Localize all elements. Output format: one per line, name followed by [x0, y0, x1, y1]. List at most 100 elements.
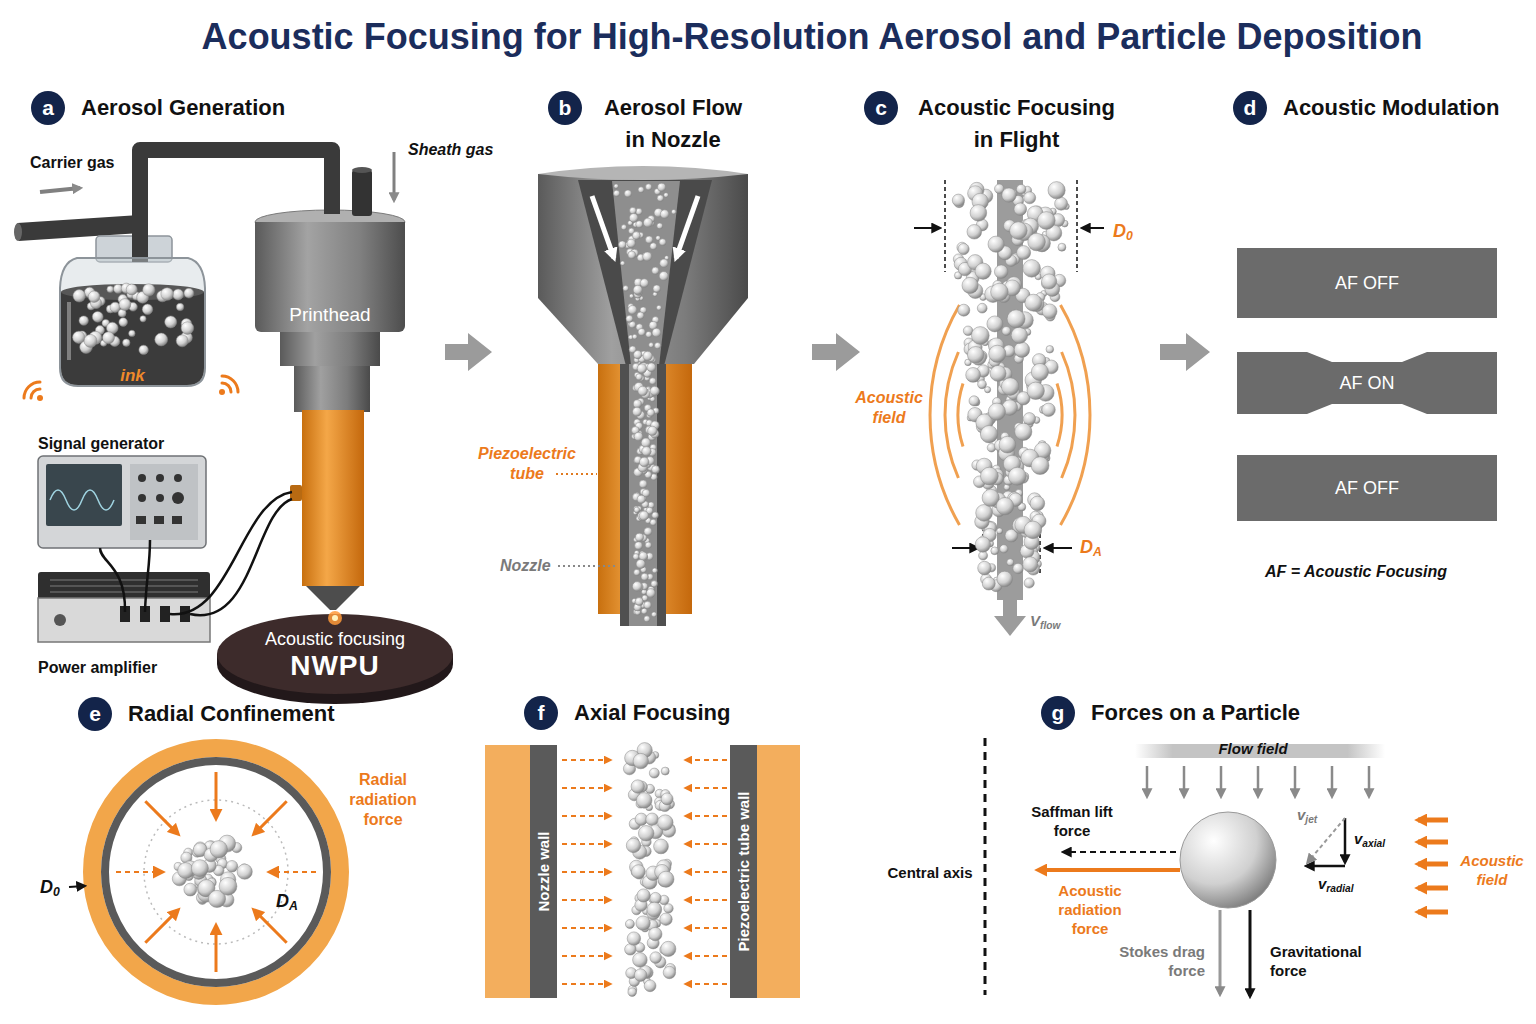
particle: [999, 436, 1016, 453]
particle: [649, 927, 662, 940]
rect-shape: [280, 330, 380, 366]
label-anchor: Acoustic field: [1452, 852, 1532, 890]
rect-shape: [620, 364, 666, 626]
particle: [648, 426, 657, 435]
particle-stream: [952, 182, 1069, 592]
force-arrows: [116, 772, 316, 972]
particle: [978, 380, 987, 389]
circle-shape: [156, 474, 164, 482]
particle: [649, 343, 654, 348]
particle: [1024, 192, 1036, 204]
label-text: Flow field: [1218, 740, 1287, 757]
path-shape: [994, 616, 1026, 636]
particle: [658, 871, 674, 887]
particle: [636, 559, 645, 568]
particle: [1031, 457, 1049, 475]
force-arrow: [686, 787, 727, 789]
flow-arrow: [1220, 766, 1223, 796]
text-main: v: [1318, 875, 1326, 892]
path-shape: [145, 540, 150, 612]
particle: [1014, 342, 1029, 357]
acoustic-arrow: [1418, 886, 1448, 891]
particle: [626, 838, 640, 852]
particle: [1011, 327, 1027, 343]
force-arrow: [562, 759, 610, 761]
particle: [978, 561, 992, 575]
particle: [119, 318, 128, 327]
label-text: Radial radiation force: [349, 771, 417, 828]
force-arrow: [686, 983, 727, 985]
particle: [633, 400, 641, 408]
panel-badge: bAerosol Flow in Nozzle: [548, 91, 748, 156]
title-anchor: Acoustic Focusing for High-Resolution Ae…: [90, 16, 1534, 58]
central-axis: [984, 738, 987, 995]
line-shape: [1046, 547, 1072, 549]
particle: [1002, 188, 1016, 202]
particle: [653, 285, 661, 293]
label-text: Central axis: [887, 864, 972, 881]
particle: [126, 284, 137, 295]
path-shape: [958, 384, 963, 447]
printhead-body: Printhead: [255, 222, 405, 332]
force-arrow: [116, 871, 162, 873]
particle: [632, 865, 646, 879]
path-shape: [1057, 384, 1062, 447]
label-anchor: Carrier gas: [30, 153, 115, 173]
label-text: Sheath gas: [408, 141, 493, 158]
flow-arrow: [994, 598, 1026, 636]
nozzle-section: [538, 166, 748, 626]
particle: [633, 407, 642, 416]
line-shape: [914, 227, 939, 229]
particle: [237, 864, 252, 879]
particle: [641, 573, 648, 580]
particle: [1023, 557, 1038, 572]
ink-jar: ink: [55, 250, 210, 390]
particle: [1027, 382, 1044, 399]
label-text: Saffman lift force: [1031, 803, 1113, 839]
printhead-lower: [280, 330, 380, 610]
acoustic-arrow: [1418, 862, 1448, 867]
path-shape: [222, 376, 238, 392]
particle: [633, 554, 639, 560]
node-text: AF OFF: [1335, 478, 1399, 499]
particle: [129, 330, 135, 336]
acoustic-arrow: [1418, 818, 1448, 823]
force-arrow: [562, 815, 610, 817]
particle: [652, 612, 657, 617]
path-shape: [578, 180, 712, 366]
line-shape: [1083, 227, 1104, 229]
particle: [638, 386, 648, 396]
force-arrow: [686, 955, 727, 957]
particle: [634, 507, 640, 513]
particle: [659, 272, 668, 281]
particle: [210, 841, 227, 858]
particle: [981, 467, 999, 485]
particle: [627, 932, 640, 945]
particle: [1017, 246, 1031, 260]
particle: [952, 194, 964, 206]
particle: [1037, 212, 1055, 230]
flow-arrow: [1294, 766, 1297, 796]
particle: [652, 568, 657, 573]
node-text: Printhead: [289, 304, 370, 326]
label-text: vaxial: [1354, 830, 1385, 847]
particle: [657, 223, 663, 229]
force-arrow: [254, 801, 287, 834]
rect-shape: [130, 464, 198, 540]
particle: [1001, 378, 1019, 396]
path-shape: [1160, 333, 1210, 371]
label-text: Acoustic radiation force: [1058, 882, 1121, 937]
particle: [176, 303, 183, 310]
particle: [119, 299, 131, 311]
particle: [1000, 545, 1008, 553]
particle: [655, 343, 661, 349]
ellipse-shape: [14, 223, 22, 241]
particle: [979, 551, 988, 560]
rect-shape: [46, 464, 122, 526]
particle: [977, 303, 987, 313]
particle: [644, 980, 656, 992]
flow-arrow: [592, 196, 614, 258]
particle: [165, 316, 177, 328]
particle: [657, 195, 664, 202]
path-shape: [50, 490, 114, 510]
